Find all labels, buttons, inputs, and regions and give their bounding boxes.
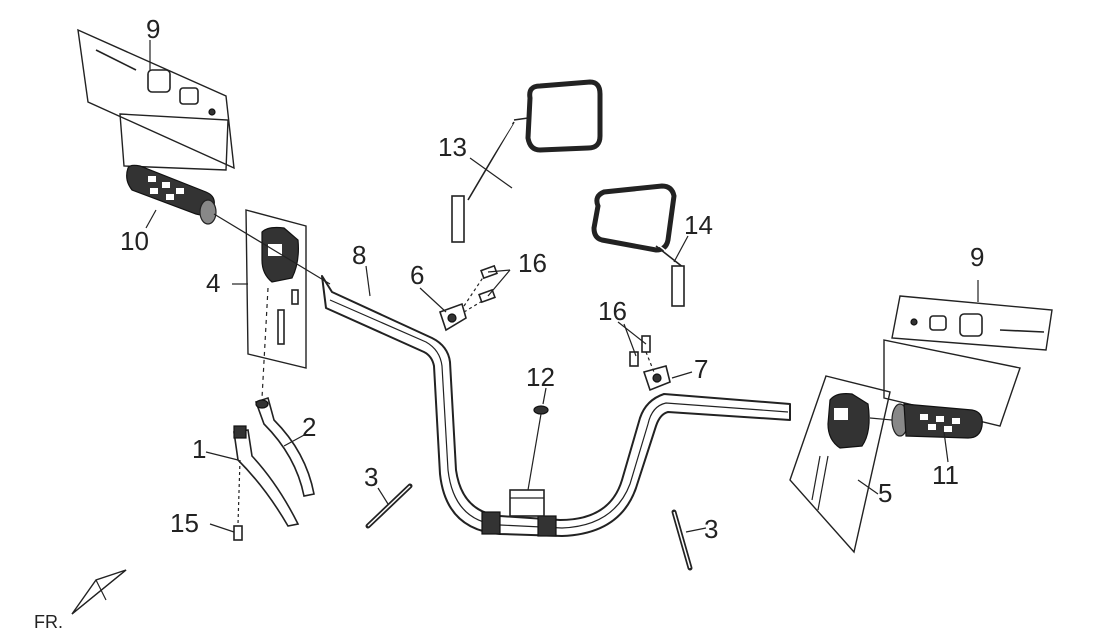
- callout-2: 2: [302, 412, 316, 442]
- center-clamp: [509, 489, 545, 517]
- part-3-cable-tie-right: [671, 509, 693, 571]
- callout-4: 4: [206, 268, 220, 298]
- callout-8: 8: [352, 240, 366, 270]
- callout-6: 6: [410, 260, 424, 290]
- front-direction-arrow: FR.: [34, 569, 127, 632]
- callout-15: 15: [170, 508, 199, 538]
- part-10-left-grip: [119, 113, 229, 225]
- callout-3-right: 3: [704, 514, 718, 544]
- part-11-right-grip: [869, 339, 1021, 439]
- part-9-right-bar-end-kit: [891, 280, 1053, 351]
- callout-10: 10: [120, 226, 149, 256]
- part-9-left-bar-end-kit: [77, 28, 235, 170]
- front-label: FR.: [34, 612, 63, 632]
- callout-16-right: 16: [598, 296, 627, 326]
- part-2-clutch-cable: [254, 287, 315, 497]
- part-3-cable-tie-left: [365, 483, 413, 529]
- callout-12: 12: [526, 362, 555, 392]
- part-6-cable-guide: [438, 264, 498, 332]
- part-7-cable-guide: [629, 335, 671, 392]
- callout-9-right: 9: [970, 242, 984, 272]
- part-15-screw: [233, 525, 243, 541]
- callout-16-left: 16: [518, 248, 547, 278]
- callout-11: 11: [932, 460, 959, 490]
- callout-5: 5: [878, 478, 892, 508]
- callout-9-left: 9: [146, 14, 160, 44]
- knurl-bands: [481, 511, 557, 537]
- callout-13: 13: [438, 132, 467, 162]
- callout-1: 1: [192, 434, 206, 464]
- leader-lines: [145, 40, 949, 533]
- part-4-left-switch: [213, 209, 331, 369]
- part-14-right-mirror: [591, 183, 686, 307]
- part-5-right-switch: [789, 375, 891, 554]
- callout-7: 7: [694, 354, 708, 384]
- callout-labels: 9 10 4 8 6 16 13 14 16 7 12 9 1 2 3 3 5 …: [120, 14, 984, 544]
- part-1-brake-cable: [233, 425, 300, 527]
- callout-14: 14: [684, 210, 713, 240]
- callout-3-left: 3: [364, 462, 378, 492]
- handlebar-tube: [321, 275, 791, 537]
- part-12-washer: [527, 405, 549, 491]
- part-13-left-mirror: [451, 79, 603, 243]
